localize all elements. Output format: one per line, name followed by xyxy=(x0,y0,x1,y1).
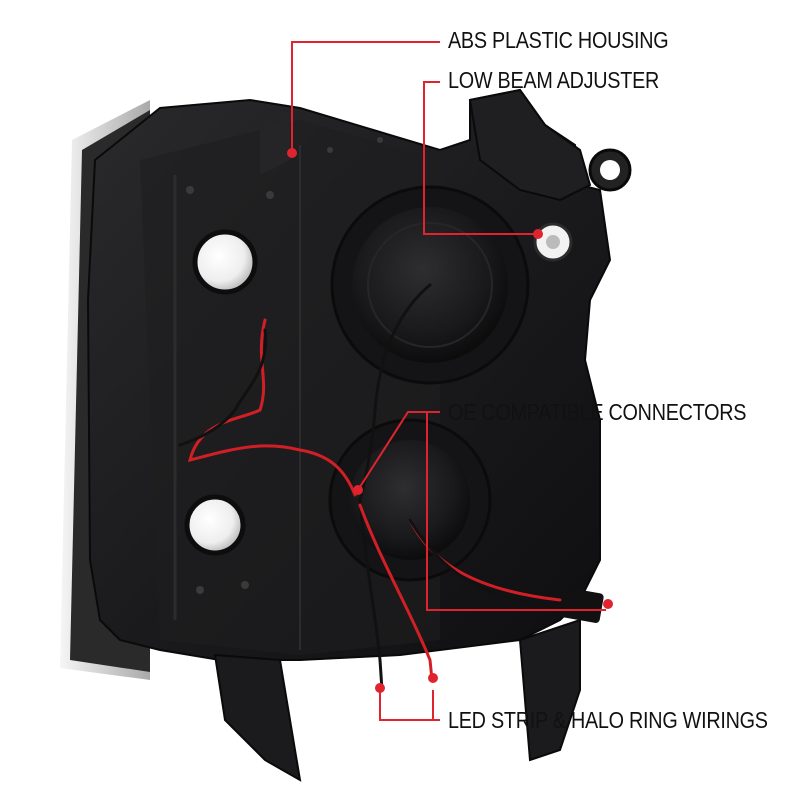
vent-holes xyxy=(184,229,258,556)
adjuster-knob xyxy=(533,222,573,262)
callout-dot xyxy=(287,148,297,158)
mount-legs xyxy=(213,618,581,782)
callout-dot xyxy=(353,485,363,495)
callout-low-beam-adjuster: LOW BEAM ADJUSTER xyxy=(448,67,660,93)
bolts xyxy=(186,137,383,594)
callout-led-halo-wirings: LED STRIP & HALO RING WIRINGS xyxy=(448,707,768,733)
callout-dot xyxy=(428,673,438,683)
callout-dot xyxy=(533,229,543,239)
halo-cap xyxy=(328,418,492,582)
callout-dot xyxy=(603,599,613,609)
connector-plug xyxy=(558,587,604,623)
callout-dots xyxy=(287,148,613,693)
callout-oe-connectors: OE COMPATIBLE CONNECTORS xyxy=(448,399,747,425)
callout-lines xyxy=(291,41,606,721)
mount-tab xyxy=(468,88,632,202)
callout-abs-housing: ABS PLASTIC HOUSING xyxy=(448,27,669,53)
callout-dot xyxy=(375,683,385,693)
